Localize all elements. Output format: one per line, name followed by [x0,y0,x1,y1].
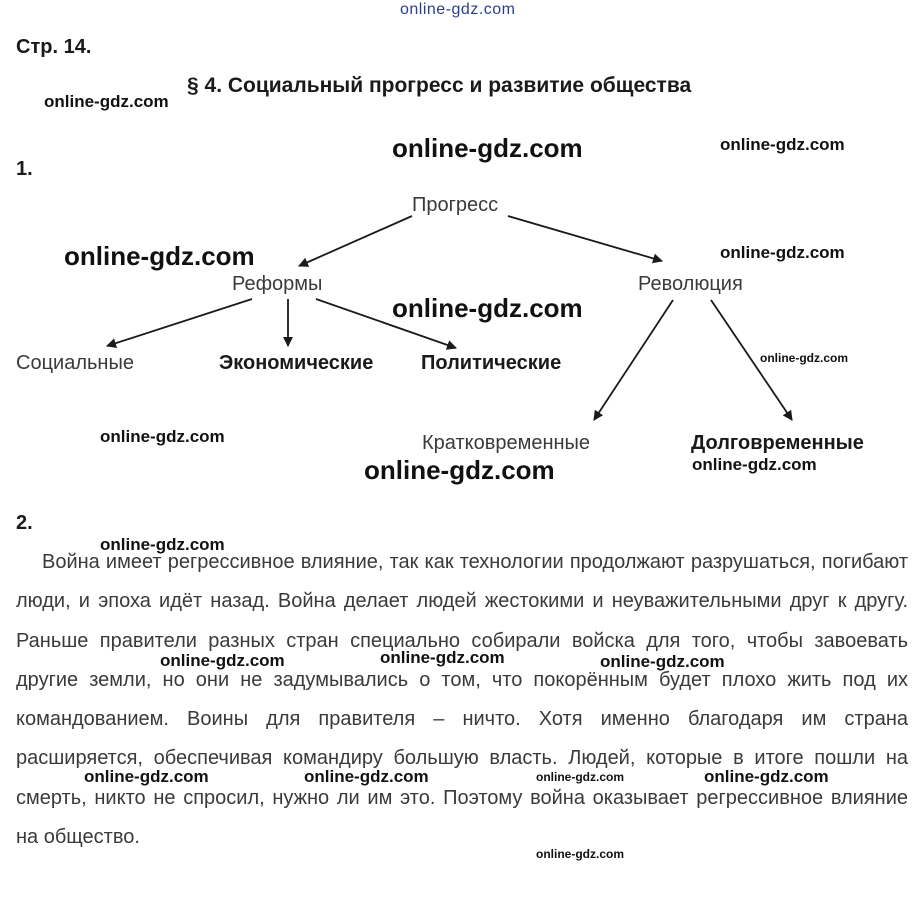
node-progress: Прогресс [412,194,499,216]
watermark: online-gdz.com [536,770,624,784]
task-2-number: 2. [16,512,33,534]
node-political: Политические [421,352,562,374]
arrow-revolution-to-short-term [593,299,674,421]
watermark: online-gdz.com [704,767,829,786]
section-heading: § 4. Социальный прогресс и развитие обще… [187,74,692,97]
task-2-answer-text: Война имеет регрессивное влияние, так ка… [16,551,908,849]
node-economic: Экономические [219,352,374,374]
node-revolution: Революция [638,273,743,295]
watermark: online-gdz.com [64,241,255,271]
node-reforms: Реформы [232,273,323,295]
watermark: online-gdz.com [84,767,209,786]
watermark-top: online-gdz.com [400,1,516,18]
node-long-term: Долговременные [691,432,864,454]
arrow-progress-to-revolution [507,215,663,264]
watermark: online-gdz.com [100,427,225,446]
watermark: online-gdz.com [720,135,845,154]
watermark: online-gdz.com [720,243,845,262]
arrow-progress-to-reforms [298,215,413,267]
watermark: online-gdz.com [760,351,848,365]
watermark: online-gdz.com [692,455,817,474]
node-short-term: Кратковременные [422,432,591,454]
watermark: online-gdz.com [44,92,169,111]
watermark: online-gdz.com [100,535,225,554]
watermark: online-gdz.com [364,455,555,485]
watermark: online-gdz.com [392,133,583,163]
watermark: online-gdz.com [304,767,429,786]
arrow-revolution-to-long-term [710,299,793,421]
watermark: online-gdz.com [536,847,624,861]
arrow-reforms-to-political [315,298,457,350]
arrow-reforms-to-social [106,298,253,348]
watermark: online-gdz.com [600,652,725,671]
watermark: online-gdz.com [392,293,583,323]
task-1-number: 1. [16,158,33,180]
watermark: online-gdz.com [380,648,505,667]
page-label: Стр. 14. [16,36,92,58]
node-social: Социальные [16,352,134,374]
watermark: online-gdz.com [160,651,285,670]
